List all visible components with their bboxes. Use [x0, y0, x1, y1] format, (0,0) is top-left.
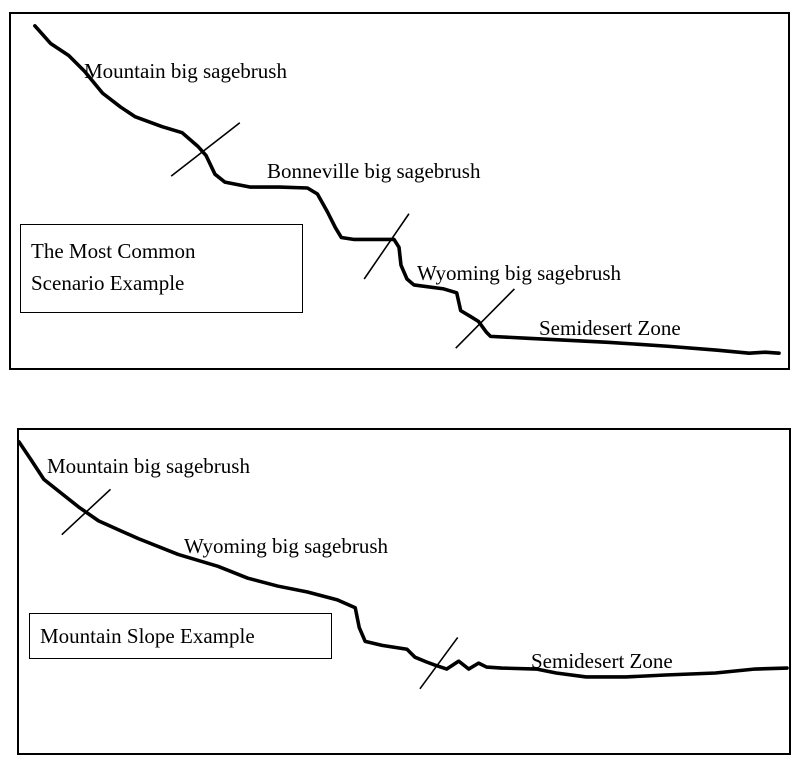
diagram-panel-common-scenario: Mountain big sagebrush Bonneville big sa…: [9, 12, 790, 370]
elevation-profile-chart: [17, 440, 789, 690]
diagram-panel-mountain-slope: Mountain big sagebrush Wyoming big sageb…: [17, 428, 791, 755]
zone-label-wyoming-big-sagebrush: Wyoming big sagebrush: [184, 534, 389, 558]
zone-divider-1: [61, 488, 112, 536]
zone-label-semidesert-zone: Semidesert Zone: [531, 649, 673, 673]
zone-divider-2: [363, 213, 410, 280]
example-label-line-1: The Most Common: [31, 239, 196, 263]
zone-label-mountain-big-sagebrush: Mountain big sagebrush: [84, 59, 287, 83]
elevation-profile-chart: [33, 24, 781, 355]
zone-label-mountain-big-sagebrush: Mountain big sagebrush: [47, 454, 250, 478]
elevation-profile-line: [17, 440, 789, 679]
example-label-line-1: Mountain Slope Example: [40, 624, 255, 648]
example-label-box: Mountain Slope Example: [29, 613, 332, 659]
elevation-profile-line: [33, 24, 781, 355]
zone-divider-1: [170, 122, 241, 177]
example-label-box: The Most Common Scenario Example: [20, 224, 303, 313]
example-label-line-2: Scenario Example: [31, 271, 185, 295]
zone-label-bonneville-big-sagebrush: Bonneville big sagebrush: [267, 159, 481, 183]
zone-label-wyoming-big-sagebrush: Wyoming big sagebrush: [417, 261, 622, 285]
zone-label-semidesert-zone: Semidesert Zone: [539, 316, 681, 340]
zone-divider-3: [455, 288, 515, 349]
zone-divider-2: [419, 636, 459, 690]
